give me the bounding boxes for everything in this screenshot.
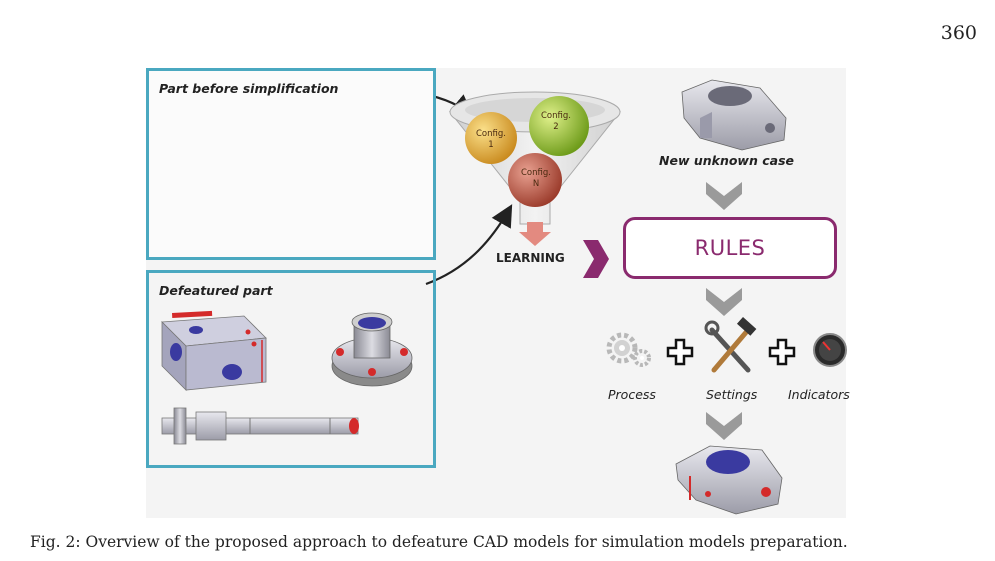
ball-2-line1: Config. [541,111,571,121]
block-part-defeatured [161,310,267,391]
plus-icon [768,338,796,366]
arrow-defeatured-to-funnel [425,204,513,286]
new-case-part [681,79,787,151]
shaft-part-defeatured [161,407,359,445]
part-before-box: Part before simplification [146,68,436,260]
tools-icon [704,317,757,373]
page-number: 360 [940,22,977,44]
ball-n-line1: Config. [521,168,551,178]
hub-part-defeatured [331,312,413,387]
ball-2-line2: 2 [553,122,558,132]
learning-label: LEARNING [496,251,565,265]
config-ball-2 [529,96,589,156]
chevron-down-icon [706,412,742,440]
chevron-right-icon [583,240,609,278]
defeatured-part-box: Defeatured part [146,270,436,468]
ball-n-line2: N [533,179,539,189]
funnel-output-arrow [519,222,551,246]
figure-caption: Fig. 2: Overview of the proposed approac… [30,533,848,551]
result-part [675,445,783,515]
ball-1-line1: Config. [476,129,506,139]
config-ball-n [508,153,562,207]
chevron-down-icon [706,288,742,316]
chevron-down-icon [706,182,742,210]
rules-label: RULES [694,236,766,260]
new-case-label: New unknown case [659,153,794,168]
config-balls: Config. 1 Config. 2 Config. N [465,96,589,207]
part-before-label: Part before simplification [159,81,339,96]
config-ball-1 [465,112,517,164]
ball-1-line2: 1 [488,140,493,150]
indicators-label: Indicators [788,387,850,402]
defeatured-part-label: Defeatured part [159,283,273,298]
gear-icon [606,332,651,367]
rules-box: RULES [623,217,837,279]
process-label: Process [608,387,656,402]
gauge-icon [813,333,847,367]
plus-icon [666,338,694,366]
settings-label: Settings [706,387,758,402]
